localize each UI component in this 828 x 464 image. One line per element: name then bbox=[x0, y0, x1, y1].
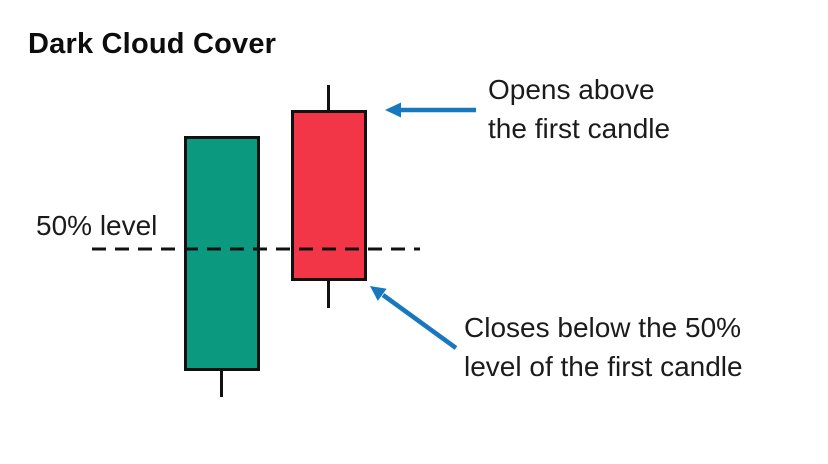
second-candle-upper-wick bbox=[327, 85, 330, 110]
opens-above-label-line1: Opens above bbox=[488, 74, 655, 105]
closes-below-label: Closes below the 50% level of the first … bbox=[464, 308, 743, 386]
opens-above-label-line2: the first candle bbox=[488, 113, 671, 144]
closes-below-label-line2: level of the first candle bbox=[464, 351, 743, 382]
fifty-percent-level-label: 50% level bbox=[36, 210, 158, 241]
opens-above-label: Opens above the first candle bbox=[488, 70, 670, 148]
closes-below-arrowhead-icon bbox=[370, 286, 387, 301]
second-candle-lower-wick bbox=[327, 281, 330, 308]
second-candle-body bbox=[291, 110, 367, 281]
first-candle-body bbox=[184, 136, 260, 371]
closes-below-label-line1: Closes below the 50% bbox=[464, 312, 742, 343]
first-candle-lower-wick bbox=[220, 371, 223, 397]
closes-below-arrow-shaft bbox=[381, 293, 458, 350]
page-title: Dark Cloud Cover bbox=[28, 28, 277, 60]
opens-above-arrowhead-icon bbox=[385, 102, 401, 118]
